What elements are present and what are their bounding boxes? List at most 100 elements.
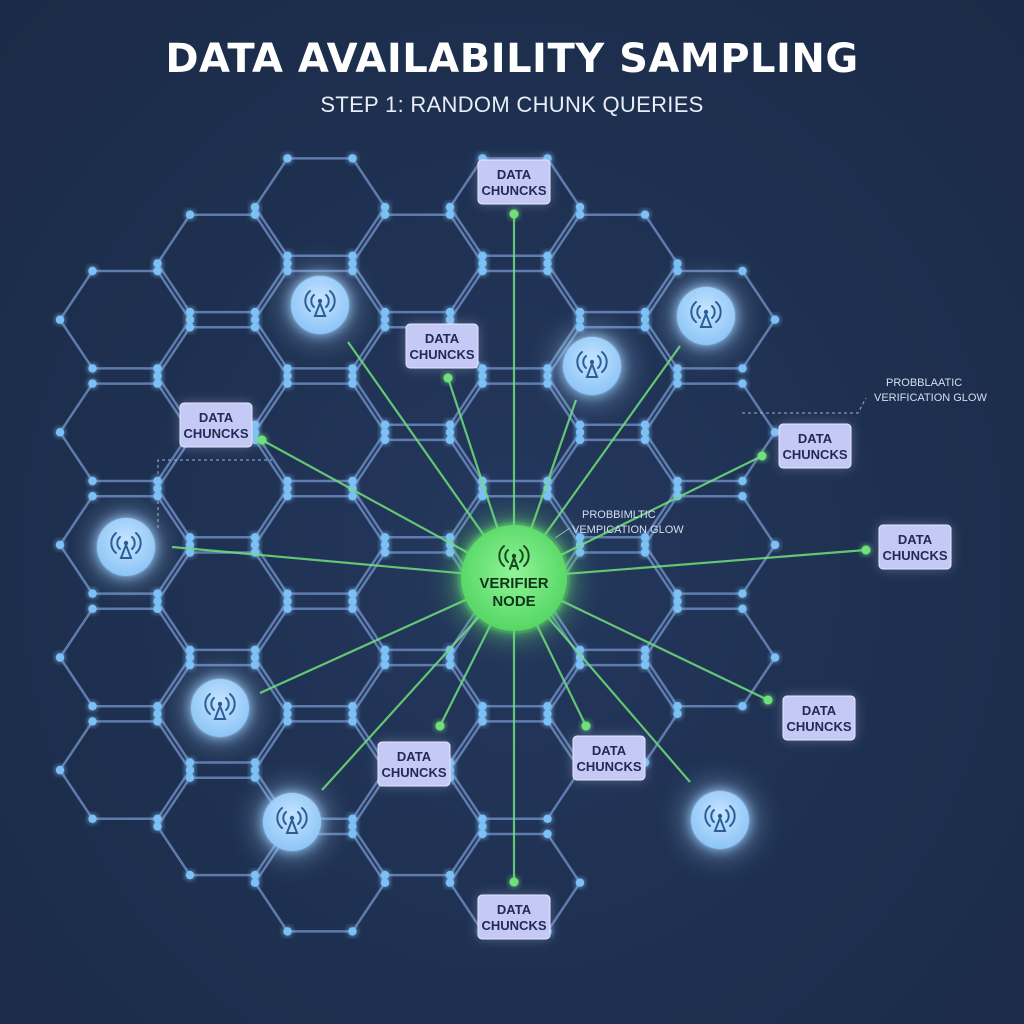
- grid-vertex: [445, 870, 455, 880]
- grid-vertex: [673, 589, 682, 598]
- antenna-tower-icon: [498, 545, 530, 570]
- grid-vertex: [640, 307, 650, 317]
- chunk-label-line2: CHUNCKS: [410, 347, 475, 362]
- storage-node[interactable]: [290, 275, 350, 335]
- grid-vertex: [283, 484, 292, 493]
- grid-vertex: [348, 476, 357, 486]
- chunk-label-line2: CHUNCKS: [577, 759, 642, 774]
- grid-vertex: [445, 660, 455, 670]
- verifier-node[interactable]: VERIFIER NODE: [458, 522, 570, 634]
- query-endpoint: [509, 209, 519, 219]
- hex-cell: [350, 213, 485, 314]
- grid-vertex: [348, 492, 357, 501]
- grid-vertex: [478, 492, 487, 501]
- grid-vertex: [88, 604, 97, 613]
- hex-cell: [58, 382, 192, 483]
- grid-vertex: [55, 540, 65, 550]
- grid-vertex: [283, 717, 292, 726]
- grid-vertex: [250, 323, 260, 332]
- hex-cell: [253, 607, 387, 708]
- grid-vertex: [640, 653, 650, 662]
- antenna-tower-icon: [304, 290, 336, 317]
- grid-vertex: [88, 702, 97, 711]
- annotation-center-line1: PROBBIMLTIC: [582, 509, 656, 521]
- grid-vertex: [153, 364, 162, 373]
- storage-node[interactable]: [262, 792, 322, 852]
- grid-vertex: [250, 765, 260, 775]
- grid-vertex: [380, 533, 390, 542]
- hex-cell: [253, 494, 387, 595]
- grid-vertex: [445, 428, 455, 437]
- grid-vertex: [185, 210, 195, 219]
- grid-vertex: [575, 307, 585, 317]
- grid-vertex: [478, 709, 487, 718]
- grid-vertex: [185, 540, 195, 550]
- grid-vertex: [88, 717, 97, 726]
- grid-vertex: [88, 379, 97, 388]
- grid-vertex: [478, 717, 487, 726]
- grid-vertex: [380, 653, 390, 662]
- grid-vertex: [575, 533, 585, 542]
- grid-vertex: [738, 589, 747, 598]
- grid-vertex: [250, 420, 260, 429]
- grid-vertex: [250, 878, 260, 887]
- grid-vertex: [283, 927, 292, 936]
- grid-vertex: [738, 364, 747, 373]
- grid-vertex: [673, 364, 682, 373]
- storage-node[interactable]: [676, 286, 736, 346]
- grid-vertex: [380, 323, 390, 332]
- grid-vertex: [380, 540, 390, 550]
- chunk-label-line2: CHUNCKS: [482, 918, 547, 933]
- grid-vertex: [348, 822, 357, 831]
- grid-vertex: [250, 870, 260, 880]
- storage-node[interactable]: [690, 790, 750, 850]
- antenna-tower-icon: [276, 807, 308, 834]
- grid-vertex: [478, 829, 487, 839]
- grid-vertex: [153, 589, 162, 598]
- grid-vertex: [543, 829, 552, 839]
- grid-vertex: [575, 428, 585, 437]
- storage-node[interactable]: [96, 517, 156, 577]
- grid-vertex: [283, 364, 292, 373]
- grid-vertex: [445, 210, 455, 219]
- grid-vertex: [283, 266, 292, 276]
- chunk-label-line1: DATA: [497, 167, 532, 182]
- grid-vertex: [185, 307, 195, 317]
- grid-vertex: [185, 758, 195, 767]
- grid-vertex: [478, 702, 487, 711]
- annotation-center-line2: VEMPICATION GLOW: [572, 524, 684, 536]
- grid-vertex: [543, 371, 552, 381]
- grid-vertex: [283, 476, 292, 486]
- grid-vertex: [153, 814, 162, 823]
- grid-vertex: [640, 323, 650, 332]
- grid-vertex: [673, 709, 682, 718]
- grid-vertex: [153, 484, 162, 493]
- grid-vertex: [575, 315, 585, 324]
- annotation-center: PROBBIMLTIC VEMPICATION GLOW: [554, 509, 684, 539]
- storage-node[interactable]: [562, 336, 622, 396]
- grid-vertex: [153, 476, 162, 486]
- storage-node[interactable]: [190, 678, 250, 738]
- grid-vertex: [380, 878, 390, 887]
- grid-vertex: [738, 604, 747, 613]
- grid-vertex: [283, 259, 292, 268]
- chunk-label-line1: DATA: [802, 703, 837, 718]
- grid-vertex: [348, 604, 357, 613]
- grid-vertex: [445, 533, 455, 542]
- antenna-tower-icon: [110, 532, 142, 559]
- grid-vertex: [673, 379, 682, 388]
- grid-vertex: [55, 315, 65, 324]
- grid-vertex: [770, 540, 780, 550]
- grid-vertex: [185, 323, 195, 332]
- grid-vertex: [543, 266, 552, 276]
- annotation-left-bracket: [157, 459, 272, 528]
